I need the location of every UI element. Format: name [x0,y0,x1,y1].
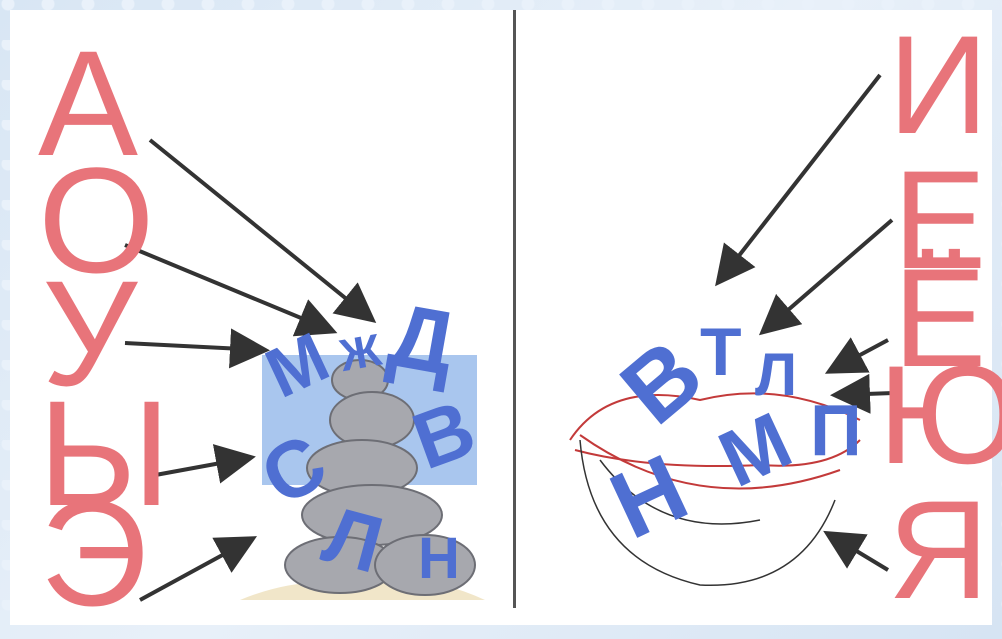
consonant-zh: Ж [336,327,384,378]
arrow-e [140,540,250,600]
arrow-ya [830,535,888,570]
arrow-u [125,343,262,350]
vowel-e: Э [40,478,148,628]
arrow-a [150,140,370,318]
vowel-ya: Я [888,480,989,620]
consonant-p: П [810,395,862,467]
consonant-t: Т [700,318,742,386]
consonant-l2: Л [755,345,797,405]
arrow-o [125,245,330,330]
divider [513,10,516,608]
vowel-i: И [888,15,989,155]
vowel-yu: Ю [878,345,1002,485]
arrows [125,75,893,600]
arrow-ie [765,220,892,330]
consonant-n: Н [418,530,460,588]
